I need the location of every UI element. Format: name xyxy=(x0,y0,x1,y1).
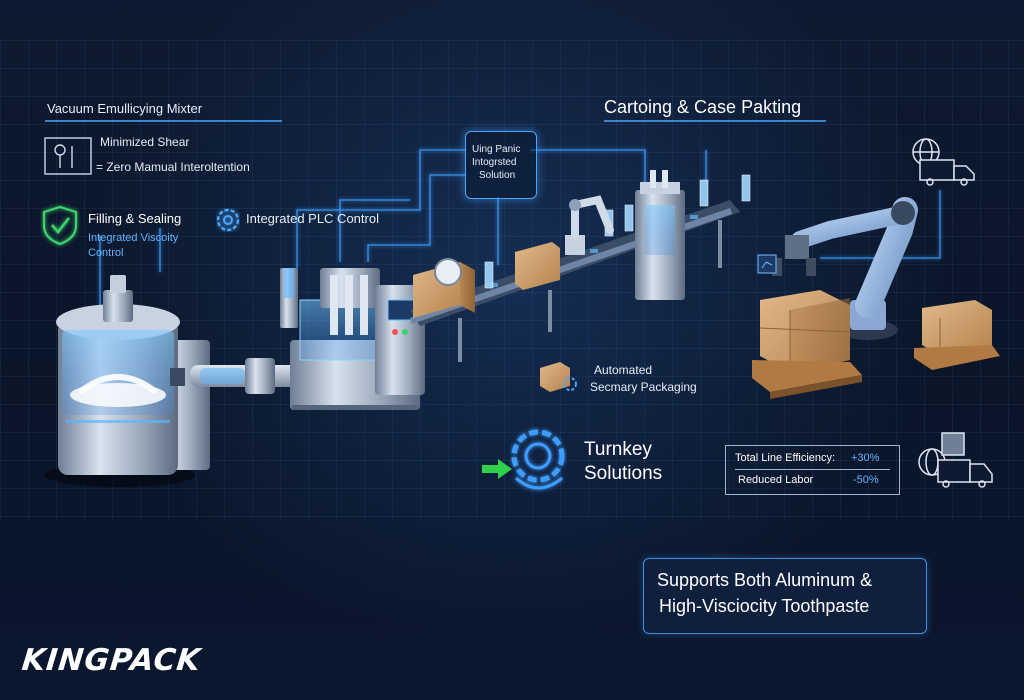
cartoning-title: Cartoing & Case Pakting xyxy=(604,97,802,117)
mixer-feature-manual: = Zero Mamual Interoltention xyxy=(96,160,250,174)
turnkey-line-2: Solutions xyxy=(584,463,663,484)
viscosity-label-2: Control xyxy=(88,247,124,259)
callout-line-2: Intogrsted xyxy=(472,157,517,168)
mixer-feature-shear: Minimized Shear xyxy=(100,135,190,149)
mixer-title: Vacuum Emullicying Mixter xyxy=(47,101,203,116)
kingpack-logo: KINGPACK xyxy=(20,643,203,678)
supports-callout-box xyxy=(643,558,927,634)
viscosity-label-1: Integrated Viscoity xyxy=(88,232,179,244)
gear-plc-icon xyxy=(216,208,240,232)
secondary-packaging-icon xyxy=(540,362,577,392)
efficiency-label: Total Line Efficiency: xyxy=(735,452,836,464)
warehouse-truck-icon xyxy=(918,432,993,488)
turnkey-gear-icon xyxy=(511,429,565,490)
solution-callout xyxy=(465,131,537,199)
mixer-line-icon xyxy=(44,137,92,175)
metrics-table xyxy=(725,445,900,495)
labor-label: Reduced Labor xyxy=(738,474,814,486)
cartoning-machine xyxy=(635,170,685,300)
monitor-icon xyxy=(757,254,777,274)
supports-line-2: High-Visciocity Toothpaste xyxy=(659,596,870,616)
turnkey-arrow-icon xyxy=(482,459,512,479)
palletizing-robot-arm xyxy=(772,197,918,340)
globe-truck-icon xyxy=(912,138,975,186)
pallet-small xyxy=(914,300,1000,370)
pallet-large xyxy=(752,290,862,399)
shield-check-icon xyxy=(42,205,78,246)
secondary-packaging-line-2: Secmary Packaging xyxy=(590,380,697,394)
filling-sealing-label: Filling & Sealing xyxy=(88,211,182,226)
connector-lines xyxy=(99,149,941,305)
conveyor-cartons xyxy=(413,242,560,318)
plc-control-label: Integrated PLC Control xyxy=(246,211,379,226)
turnkey-line-1: Turnkey xyxy=(584,439,652,460)
secondary-packaging-line-1: Automated xyxy=(594,363,653,377)
callout-line-1: Uing Panic xyxy=(472,144,521,155)
callout-line-3: Solution xyxy=(479,170,516,181)
picker-robot xyxy=(565,195,614,255)
supports-line-1: Supports Both Aluminum & xyxy=(657,570,873,590)
transfer-pipe xyxy=(190,358,320,394)
filling-sealing-machine xyxy=(280,268,425,410)
labor-value: -50% xyxy=(853,474,879,486)
efficiency-value: +30% xyxy=(851,452,880,464)
vacuum-mixer-machine xyxy=(45,275,210,487)
metrics-divider xyxy=(735,469,890,470)
